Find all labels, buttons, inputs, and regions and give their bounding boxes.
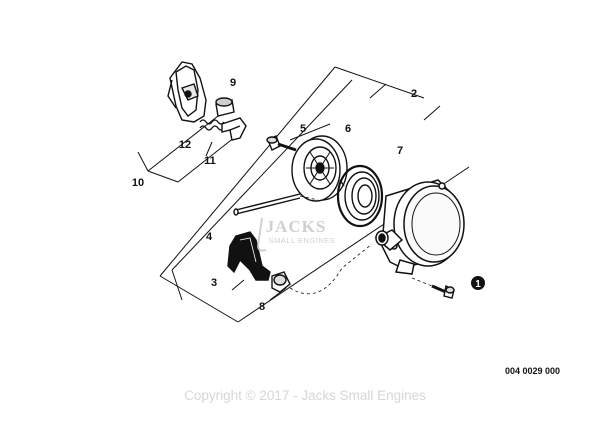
callout-1: 1 <box>475 279 481 290</box>
callout-12: 12 <box>179 139 191 151</box>
callout-9: 9 <box>230 77 236 89</box>
callout-5: 5 <box>300 123 306 135</box>
callout-10: 10 <box>132 177 144 189</box>
callout-6: 6 <box>345 123 351 135</box>
rope-grommet <box>271 271 291 293</box>
watermark-logo-bottom: SMALL ENGINES <box>269 236 336 245</box>
callout-2: 2 <box>411 88 417 100</box>
callout-1-badge: 1 <box>471 276 485 290</box>
callout-4: 4 <box>206 231 213 243</box>
spiral-spring <box>336 164 384 228</box>
part-code: 004 0029 000 <box>505 366 561 376</box>
knob-housing <box>167 61 207 123</box>
callout-3: 3 <box>211 277 217 289</box>
starter-handle <box>227 231 271 281</box>
pawl <box>221 117 247 141</box>
dashed-rope-path <box>289 195 373 295</box>
pulley <box>291 135 348 202</box>
callout-labels: 9 12 11 10 2 5 6 7 4 3 8 1 <box>132 77 485 313</box>
copyright-watermark: Copyright © 2017 - Jacks Small Engines <box>184 388 426 403</box>
cap-nut <box>215 97 235 117</box>
dashed-bolt-path <box>411 277 433 287</box>
jacks-watermark-logo: JACKS SMALL ENGINES <box>256 217 336 252</box>
spring <box>199 119 225 131</box>
callout-8: 8 <box>259 301 265 313</box>
callout-7: 7 <box>397 145 403 157</box>
starter-housing <box>374 179 465 275</box>
watermark-logo-top: JACKS <box>266 217 327 236</box>
callout-11: 11 <box>204 155 216 167</box>
bolt-5 <box>266 135 297 152</box>
bolt-1 <box>431 284 455 299</box>
rope <box>233 193 301 216</box>
